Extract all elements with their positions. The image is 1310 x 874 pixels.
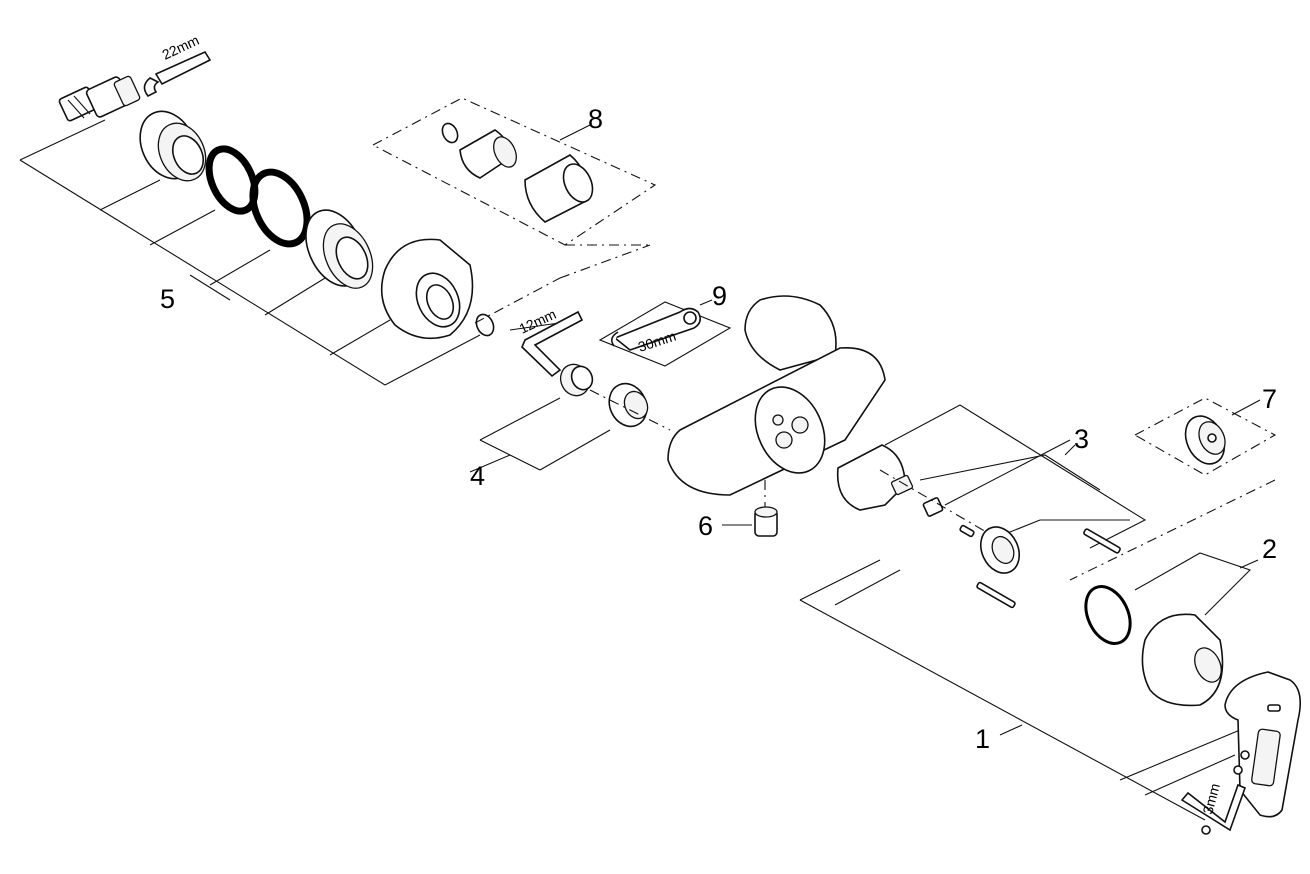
handle-sleeve bbox=[1141, 613, 1224, 707]
group-1-lever-kit: 3mm 1 bbox=[799, 559, 1301, 835]
group-6-aerator: 6 bbox=[698, 506, 778, 541]
group-8-extension-kit: 8 bbox=[371, 97, 657, 324]
group-9-wrench-kit: 30mm 9 bbox=[598, 281, 732, 367]
cap-plug bbox=[1184, 415, 1226, 465]
callout-6: 6 bbox=[698, 511, 713, 541]
grub-screw-1 bbox=[1240, 750, 1250, 760]
extension-piece bbox=[459, 129, 517, 179]
retaining-plate bbox=[979, 526, 1021, 574]
cartridge bbox=[836, 444, 914, 511]
long-screw-2 bbox=[976, 581, 1016, 609]
hex-key-3mm: 3mm bbox=[1180, 782, 1247, 832]
group-5-inlet-parts: 22mm 5 bbox=[19, 32, 495, 386]
rosette-cover bbox=[380, 238, 474, 340]
lever-handle bbox=[1224, 671, 1301, 818]
group-7-cap-kit: 7 bbox=[1069, 384, 1277, 581]
small-screw bbox=[959, 524, 975, 538]
o-ring-small bbox=[1084, 585, 1132, 645]
s-union-connector bbox=[58, 75, 141, 122]
group-4-fittings: 4 bbox=[469, 363, 671, 491]
wrench-22mm: 22mm bbox=[143, 32, 212, 98]
callout-4: 4 bbox=[470, 461, 485, 491]
callout-2: 2 bbox=[1262, 534, 1277, 564]
o-ring-large-2 bbox=[249, 168, 311, 248]
adapter-piece bbox=[922, 497, 944, 517]
callout-1: 1 bbox=[975, 724, 990, 754]
hex-nut bbox=[608, 382, 649, 428]
mixer-body bbox=[667, 295, 886, 520]
threaded-nut bbox=[305, 209, 374, 289]
group-3-cartridge: 3 bbox=[836, 404, 1147, 609]
check-valve bbox=[559, 363, 594, 397]
flange-housing bbox=[139, 110, 207, 182]
callout-9: 9 bbox=[712, 281, 727, 311]
long-screw-1 bbox=[1083, 528, 1121, 554]
callout-3: 3 bbox=[1074, 424, 1089, 454]
callout-5: 5 bbox=[160, 284, 175, 314]
callout-7: 7 bbox=[1262, 384, 1277, 414]
gasket-ring bbox=[441, 122, 459, 144]
grub-screw-3 bbox=[1201, 825, 1211, 835]
small-washer bbox=[475, 313, 495, 337]
o-ring-large-1 bbox=[205, 145, 259, 215]
extension-sleeve bbox=[524, 154, 594, 223]
hex-key-3mm-label: 3mm bbox=[1199, 782, 1223, 816]
grub-screw-2 bbox=[1233, 765, 1243, 775]
callout-8: 8 bbox=[588, 104, 603, 134]
group-2-sleeve-kit: 2 bbox=[1084, 534, 1277, 707]
